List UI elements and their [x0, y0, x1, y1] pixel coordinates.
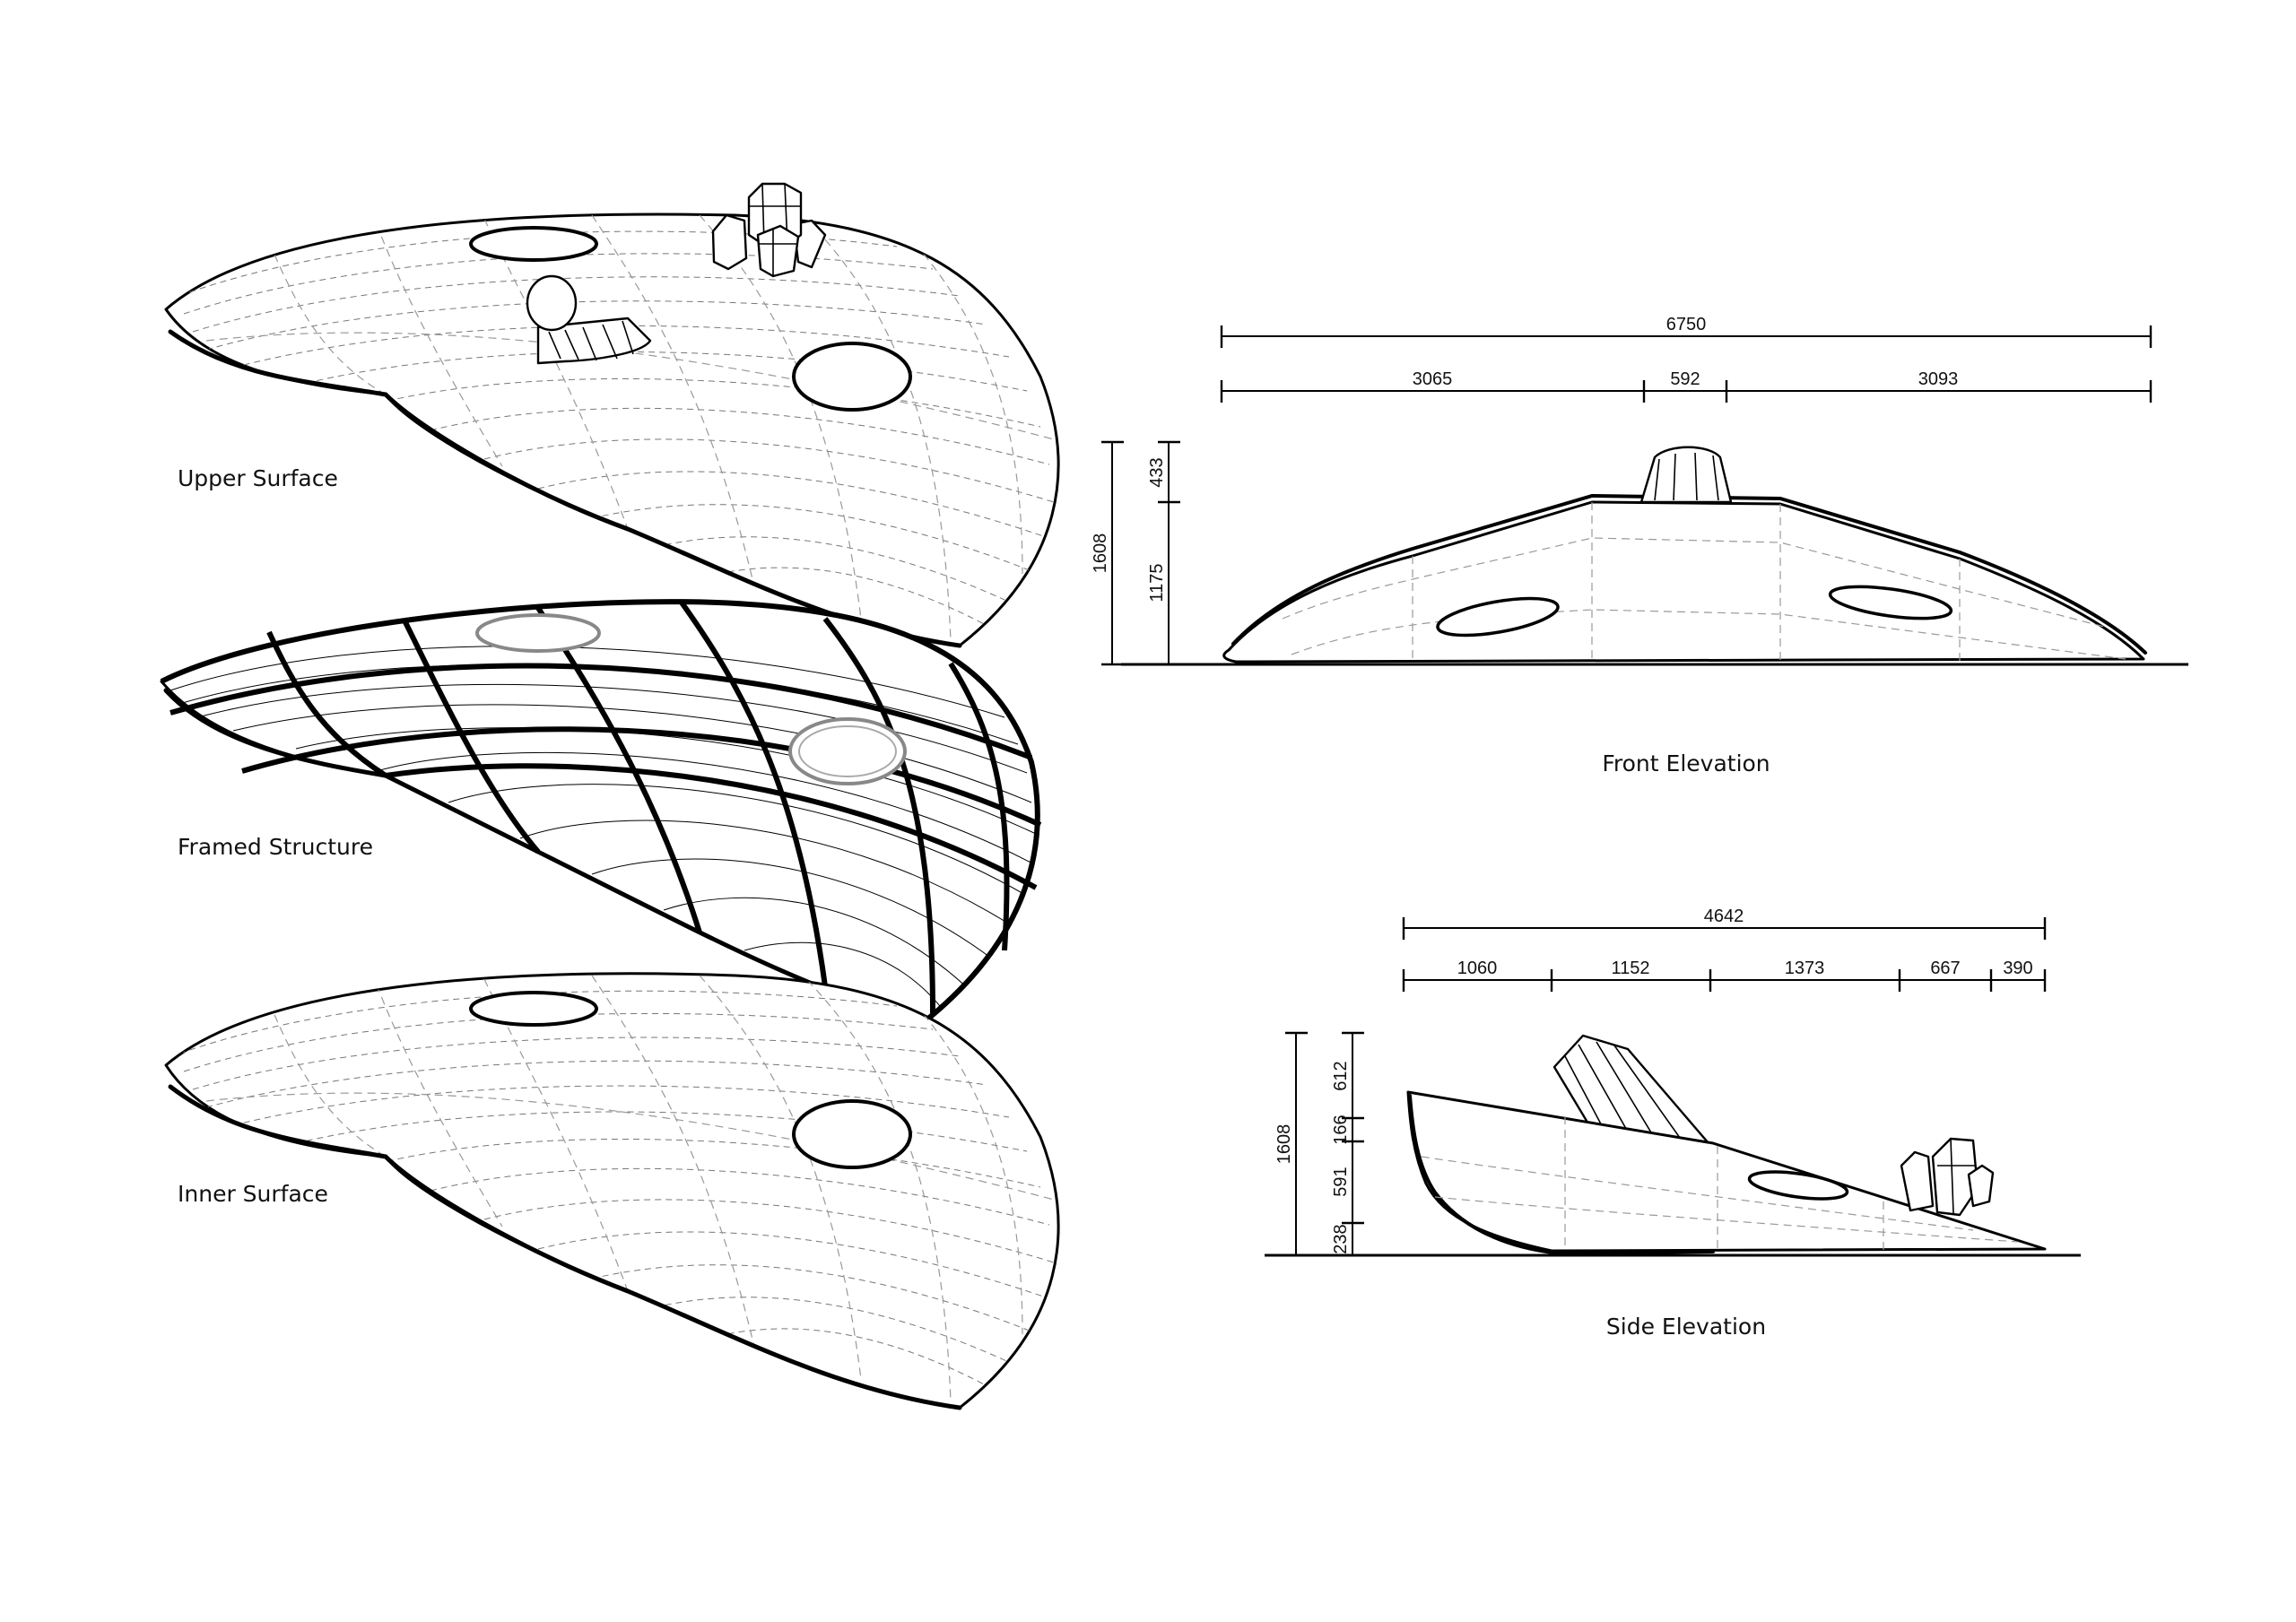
upper-side-opening — [792, 342, 912, 412]
inner-surface-grid — [178, 975, 1055, 1407]
front-height-segment-1: 433 — [1147, 457, 1167, 487]
inner-side-opening — [792, 1099, 912, 1169]
front-opening-right — [1828, 585, 1953, 620]
front-overall-height: 1608 — [1091, 533, 1110, 574]
side-overall-height: 1608 — [1274, 1124, 1294, 1165]
side-segment-2: 1152 — [1611, 958, 1649, 978]
crystal-cluster — [711, 182, 827, 278]
front-height-segment-2: 1175 — [1147, 563, 1167, 602]
front-elevation-drawing: 6750 3065 592 3093 1608 433 1175 — [1091, 315, 2188, 666]
upper-surface-drawing — [164, 182, 1060, 648]
side-overall-width: 4642 — [1704, 906, 1744, 926]
side-segment-4: 667 — [1930, 958, 1960, 978]
side-segment-1: 1060 — [1457, 958, 1498, 978]
front-overall-width: 6750 — [1666, 315, 1707, 334]
frame-members — [170, 601, 1042, 1014]
side-crystal-cluster — [1900, 1137, 1995, 1217]
framed-structure-label: Framed Structure — [178, 834, 373, 860]
side-elevation-label: Side Elevation — [1606, 1314, 1766, 1340]
front-segment-1: 3065 — [1413, 369, 1453, 389]
front-opening-left — [1436, 596, 1560, 638]
side-height-segment-4: 238 — [1331, 1224, 1351, 1253]
side-height-segment-1: 612 — [1331, 1061, 1351, 1090]
side-segment-3: 1373 — [1785, 958, 1825, 978]
side-height-segment-2: 166 — [1331, 1115, 1351, 1144]
side-segment-5: 390 — [2003, 958, 2032, 978]
front-segment-2: 592 — [1670, 369, 1700, 389]
cone-object — [526, 274, 652, 365]
framed-structure-drawing — [160, 599, 1042, 1025]
frame-ribs — [170, 646, 1037, 1021]
front-segment-3: 3093 — [1918, 369, 1959, 389]
inner-surface-drawing — [164, 972, 1060, 1410]
upper-surface-label: Upper Surface — [178, 465, 338, 491]
upper-top-opening — [469, 226, 598, 262]
inner-surface-label: Inner Surface — [178, 1181, 328, 1207]
front-elevation-label: Front Elevation — [1602, 750, 1770, 776]
side-elevation-drawing: 4642 1060 1152 1373 667 390 1608 612 166… — [1265, 906, 2081, 1257]
frame-top-opening — [475, 613, 601, 653]
front-cone — [1639, 446, 1733, 504]
frame-side-opening — [788, 717, 907, 785]
side-opening — [1747, 1170, 1849, 1201]
side-height-segment-3: 591 — [1331, 1167, 1351, 1196]
inner-top-opening — [469, 991, 598, 1027]
